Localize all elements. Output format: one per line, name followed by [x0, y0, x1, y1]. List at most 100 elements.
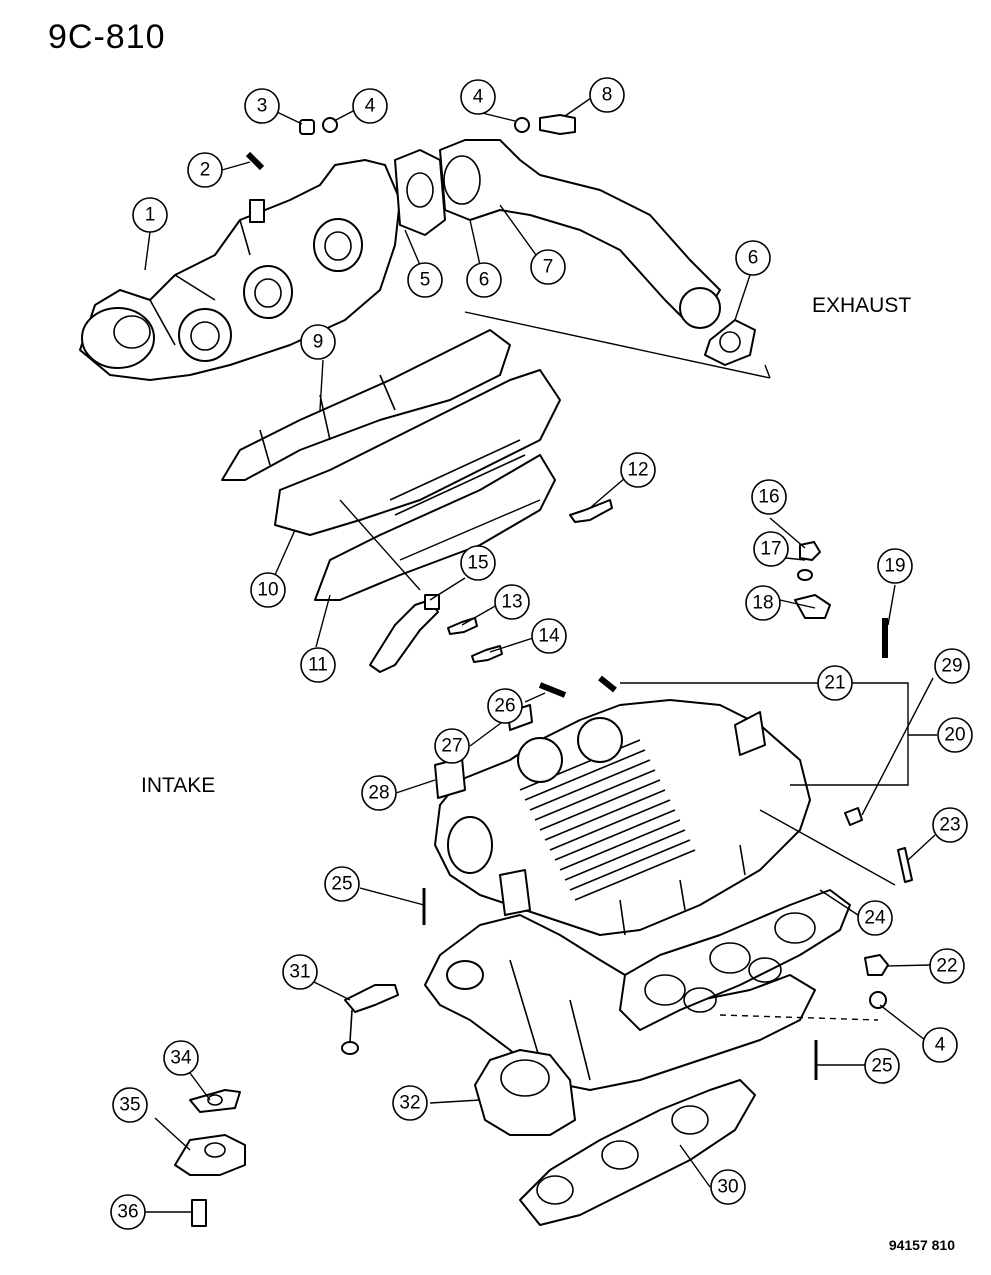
sensor-31: [341, 984, 399, 1055]
svg-text:7: 7: [543, 257, 554, 278]
bolt-8: [539, 114, 576, 135]
callout-30: 30: [710, 1169, 746, 1205]
callout-2: 2: [187, 152, 223, 188]
exhaust-label: EXHAUST: [812, 294, 912, 317]
bracket-15: [369, 594, 440, 673]
svg-text:27: 27: [441, 736, 462, 757]
svg-text:17: 17: [760, 539, 781, 560]
gasket-30: [519, 1079, 756, 1226]
svg-text:36: 36: [117, 1202, 138, 1223]
washer-4a: [322, 117, 338, 133]
callout-17: 17: [753, 531, 789, 567]
svg-text:9: 9: [313, 332, 324, 353]
svg-text:30: 30: [717, 1177, 738, 1198]
callout-18: 18: [745, 585, 781, 621]
callout-23: 23: [932, 807, 968, 843]
svg-text:35: 35: [119, 1095, 140, 1116]
callout-10: 10: [250, 572, 286, 608]
bolt-13: [447, 617, 478, 635]
svg-text:5: 5: [420, 270, 431, 291]
washer-4c: [869, 991, 887, 1009]
bolt-14: [471, 645, 503, 663]
svg-text:8: 8: [602, 85, 613, 106]
callout-6b: 6: [735, 240, 771, 276]
callout-12: 12: [620, 452, 656, 488]
svg-text:25: 25: [871, 1056, 892, 1077]
callout-24: 24: [857, 900, 893, 936]
exhaust-pipe: [439, 139, 721, 329]
nut-22: [864, 954, 889, 976]
svg-text:23: 23: [939, 815, 960, 836]
svg-text:22: 22: [936, 956, 957, 977]
nut-3: [299, 119, 315, 135]
callout-21: 21: [817, 665, 853, 701]
gasket-6b: [704, 319, 756, 366]
callout-32: 32: [392, 1085, 428, 1121]
callout-1: 1: [132, 197, 168, 233]
svg-text:31: 31: [289, 962, 310, 983]
svg-text:26: 26: [494, 696, 515, 717]
bolt-23: [897, 847, 913, 883]
callout-3: 3: [244, 88, 280, 124]
bolt-12: [569, 499, 613, 523]
svg-text:4: 4: [935, 1035, 946, 1056]
svg-text:19: 19: [884, 556, 905, 577]
intake-manifold: [434, 699, 811, 936]
gasket-34: [189, 1089, 241, 1113]
callout-31: 31: [282, 954, 318, 990]
svg-text:18: 18: [752, 593, 773, 614]
svg-text:4: 4: [473, 87, 484, 108]
throttle-adapter-32: [474, 1049, 576, 1136]
callout-15: 15: [460, 545, 496, 581]
page-code: 9C-810: [48, 18, 166, 56]
stud-26: [538, 682, 567, 698]
callout-8: 8: [589, 77, 625, 113]
callout-25: 25: [324, 866, 360, 902]
gasket-24: [619, 889, 851, 1031]
callout-16: 16: [751, 479, 787, 515]
svg-text:3: 3: [257, 96, 268, 117]
svg-text:15: 15: [467, 553, 488, 574]
callout-6: 6: [466, 262, 502, 298]
callout-11: 11: [300, 647, 336, 683]
svg-text:6: 6: [479, 270, 490, 291]
exhaust-manifold: [79, 159, 401, 381]
svg-text:32: 32: [399, 1093, 420, 1114]
flange-35: [174, 1134, 246, 1176]
heat-shield-9: [221, 329, 511, 481]
svg-text:34: 34: [170, 1048, 192, 1069]
svg-text:10: 10: [257, 580, 278, 601]
callout-5: 5: [407, 262, 443, 298]
svg-text:4: 4: [365, 96, 376, 117]
figure-number: 94157 810: [888, 1237, 955, 1253]
callout-22: 22: [929, 948, 965, 984]
svg-text:12: 12: [627, 460, 648, 481]
svg-text:2: 2: [200, 160, 211, 181]
seal-28: [434, 757, 466, 799]
heat-shield-11: [314, 454, 556, 601]
callout-34: 34: [163, 1040, 199, 1076]
svg-text:21: 21: [824, 673, 845, 694]
bolt-36: [191, 1199, 207, 1227]
callout-4: 4: [352, 88, 388, 124]
callout-13: 13: [494, 584, 530, 620]
heat-shield-10: [274, 369, 561, 536]
sensor-29: [844, 807, 863, 826]
callout-19: 19: [877, 548, 913, 584]
svg-text:24: 24: [864, 908, 886, 929]
callout-29: 29: [934, 648, 970, 684]
svg-text:11: 11: [308, 655, 328, 676]
svg-text:16: 16: [758, 487, 779, 508]
callout-26: 26: [487, 688, 523, 724]
gasket-5: [394, 149, 446, 236]
svg-text:29: 29: [941, 656, 962, 677]
callout-20: 20: [937, 717, 973, 753]
svg-text:14: 14: [538, 626, 560, 647]
callout-36: 36: [110, 1194, 146, 1230]
svg-text:13: 13: [501, 592, 522, 613]
callout-4c: 4: [922, 1027, 958, 1063]
svg-text:25: 25: [331, 874, 352, 895]
intake-label: INTAKE: [141, 774, 216, 797]
nut-16: [799, 541, 821, 561]
